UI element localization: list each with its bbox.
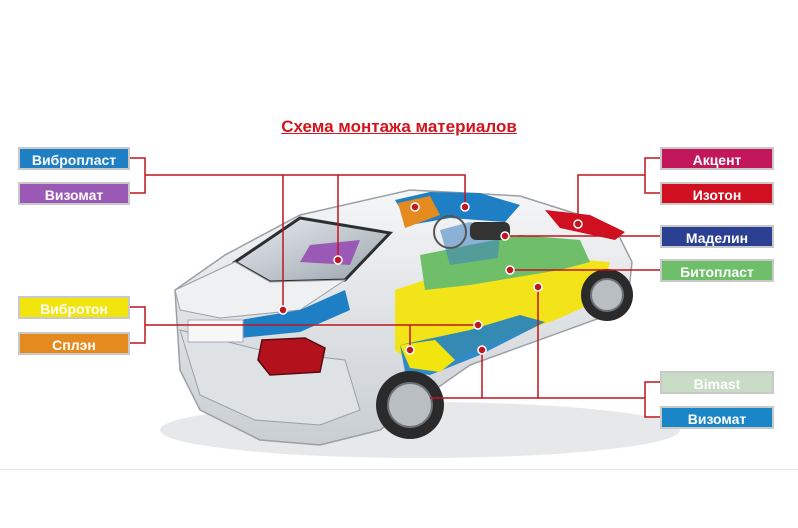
label-akcent: Акцент	[660, 147, 774, 170]
diagram-title: Схема монтажа материалов	[281, 117, 517, 136]
seat-headrest	[470, 222, 510, 240]
marker	[473, 320, 483, 330]
marker	[333, 255, 343, 265]
label-vizomat-right: Визомат	[660, 406, 774, 429]
label-vibroplast: Вибропласт	[18, 147, 130, 170]
marker	[477, 345, 487, 355]
roof-orange-zone	[398, 196, 440, 228]
trunk-liner-zone	[228, 290, 350, 338]
marker	[573, 219, 583, 229]
tail-light	[257, 337, 326, 376]
marker	[500, 231, 510, 241]
steering-wheel	[433, 215, 467, 249]
marker	[410, 202, 420, 212]
label-vibroton: Вибротон	[18, 296, 130, 319]
marker	[460, 202, 470, 212]
label-bitoplast: Битопласт	[660, 259, 774, 282]
front-wheel-rim	[590, 278, 624, 312]
license-plate	[187, 319, 244, 343]
label-izoton: Изотон	[660, 182, 774, 205]
rear-wheel-rim	[387, 382, 433, 428]
label-madelin: Маделин	[660, 225, 774, 248]
label-splen: Сплэн	[18, 332, 130, 355]
label-bimast: Bimast	[660, 371, 774, 394]
divider	[0, 469, 798, 470]
leader-lines	[130, 157, 660, 418]
marker	[505, 265, 515, 275]
trunk	[174, 261, 347, 319]
marker	[278, 305, 288, 315]
marker	[405, 345, 415, 355]
marker	[533, 282, 543, 292]
label-vizomat-left: Визомат	[18, 182, 130, 205]
leader-markers	[278, 202, 583, 355]
akcent-zone	[545, 210, 625, 240]
vizomat-rear-zone	[300, 240, 360, 265]
